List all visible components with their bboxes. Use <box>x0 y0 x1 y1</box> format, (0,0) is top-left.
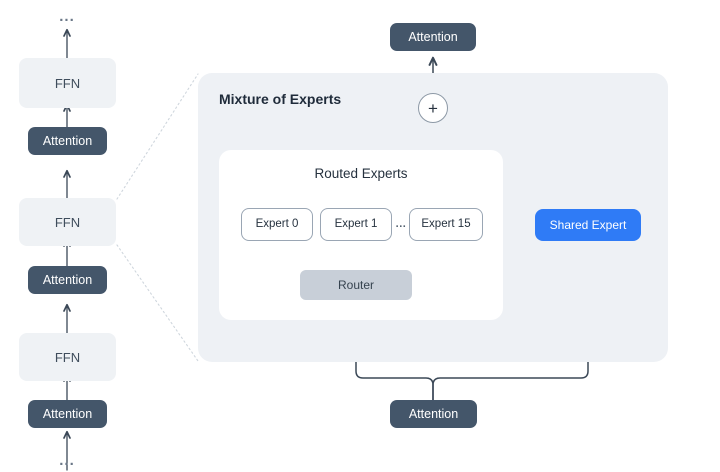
zoom-connector-lines <box>116 73 199 362</box>
attention-block-1: Attention <box>28 400 107 428</box>
expert-box-0: Expert 0 <box>241 208 313 241</box>
sum-node: + <box>418 93 448 123</box>
attention-block-2: Attention <box>28 266 107 294</box>
stack-bottom-ellipsis: ... <box>59 451 75 469</box>
expert-box-1: Expert 1 <box>320 208 392 241</box>
expert-list-ellipsis: ... <box>395 217 407 230</box>
routed-experts-title: Routed Experts <box>314 166 408 181</box>
ffn-block-middle: FFN <box>19 198 116 246</box>
attention-input-block: Attention <box>390 400 477 428</box>
ffn-block-bottom: FFN <box>19 333 116 381</box>
shared-expert-box: Shared Expert <box>535 209 641 241</box>
expert-box-15: Expert 15 <box>409 208 483 241</box>
attention-output-block: Attention <box>390 23 476 51</box>
router-box: Router <box>300 270 412 300</box>
ffn-block-top: FFN <box>19 58 116 108</box>
stack-top-ellipsis: ... <box>59 7 75 25</box>
moe-panel-title: Mixture of Experts <box>219 91 342 107</box>
attention-block-3: Attention <box>28 127 107 155</box>
